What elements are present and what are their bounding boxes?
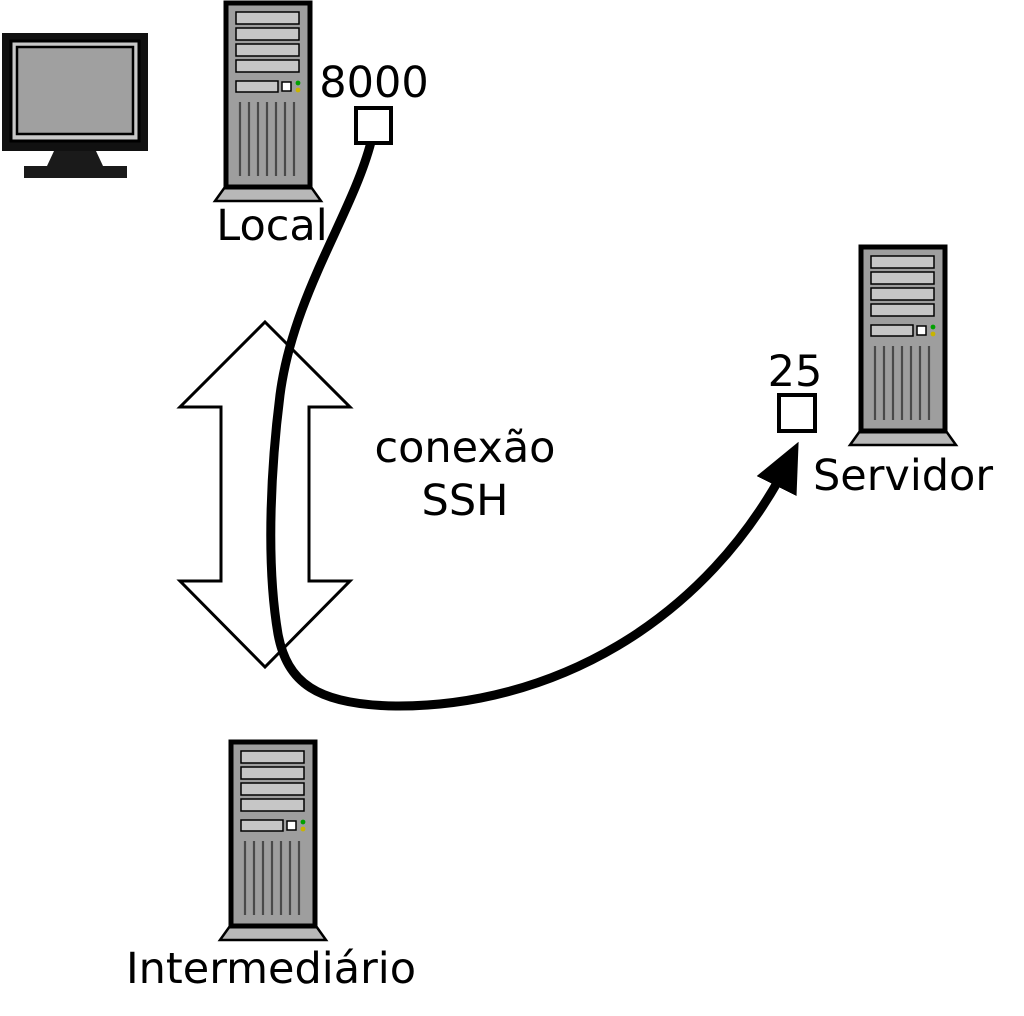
intermediario-computer-tower-icon: [220, 742, 326, 940]
local-label: Local: [216, 201, 327, 251]
local-computer-tower-icon: [215, 3, 321, 201]
desktop-monitor-icon: [2, 33, 148, 178]
monitor-stand: [47, 151, 103, 166]
ssh-connection-label-line1: conexão: [374, 423, 555, 473]
ssh-connection-label: conexão SSH: [374, 423, 555, 526]
local-port-box: [354, 106, 393, 145]
monitor-screen: [15, 45, 135, 136]
monitor-stand-base: [24, 166, 127, 178]
servidor-port-label: 25: [768, 347, 823, 397]
local-port-label: 8000: [319, 58, 428, 108]
servidor-label: Servidor: [813, 451, 993, 501]
ssh-connection-label-line2: SSH: [422, 476, 509, 526]
ssh-connection-double-arrow: [176, 319, 354, 670]
servidor-port-box: [777, 393, 817, 433]
intermediario-label: Intermediário: [126, 944, 416, 994]
tunnel-cable-arrow: [266, 137, 799, 711]
servidor-computer-tower-icon: [850, 247, 956, 445]
